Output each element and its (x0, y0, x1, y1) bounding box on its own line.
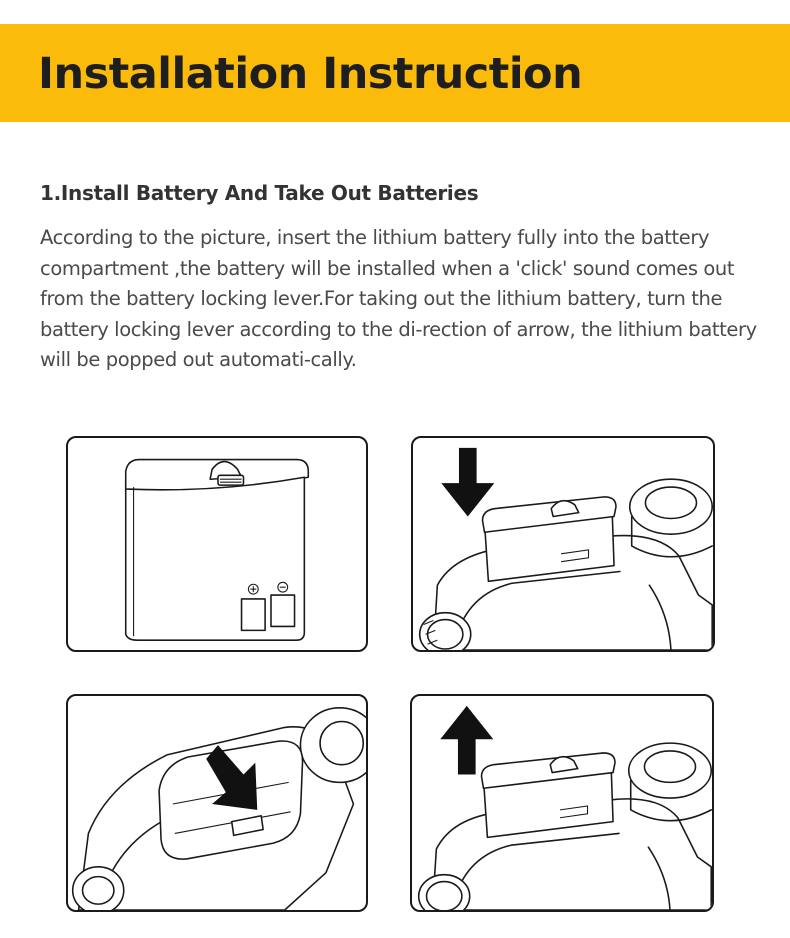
header-band (0, 24, 790, 122)
insert-battery-drawing (418, 447, 713, 650)
section-body-text: According to the picture, insert the lit… (40, 226, 757, 371)
battery-pack-illustration (66, 436, 368, 652)
minus-terminal-icon (277, 581, 289, 593)
battery-pack-drawing (124, 458, 310, 641)
battery-popped-out-drawing (417, 705, 712, 910)
arrow-down-icon (441, 447, 495, 517)
battery-popped-out-illustration (410, 694, 714, 912)
turn-locking-lever-illustration (66, 694, 368, 912)
section-heading: 1.Install Battery And Take Out Batteries (40, 181, 479, 205)
insert-battery-illustration (411, 436, 715, 652)
arrow-up-icon (440, 705, 494, 775)
arrow-diagonal-icon (206, 745, 258, 810)
turn-locking-lever-drawing (71, 707, 366, 910)
page-title: Installation Instruction (38, 49, 583, 99)
plus-terminal-icon (247, 583, 259, 595)
